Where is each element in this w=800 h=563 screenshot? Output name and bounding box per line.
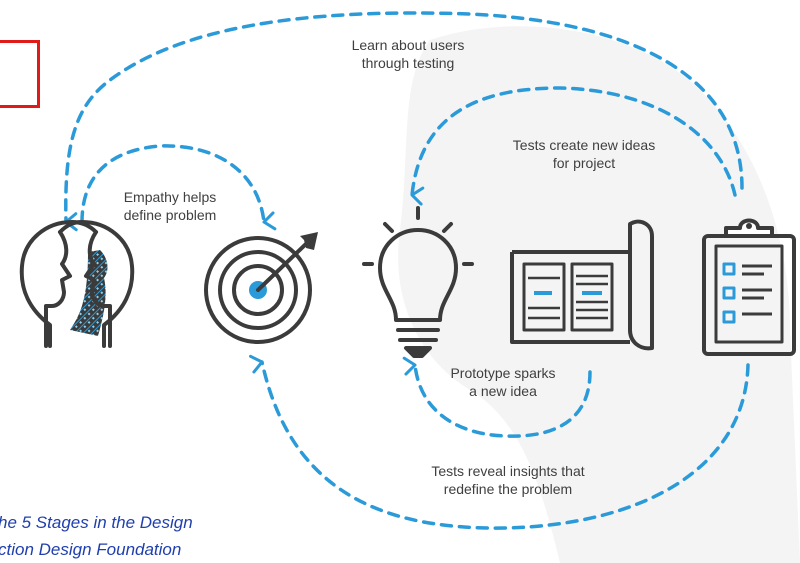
two-heads-icon [19,220,135,348]
label-prototype-line2: a new idea [469,383,537,399]
target-icon [204,232,318,344]
label-empathy-define: Empathy helps define problem [108,188,232,224]
figure-caption-line1: he 5 Stages in the Design [0,513,193,532]
label-tests-reveal: Tests reveal insights that redefine the … [398,462,618,498]
arrow-empathy-define [80,144,277,231]
label-learn-through-testing: Learn about users through testing [318,36,498,72]
blueprint-icon [510,219,654,351]
arrow-tests-reveal [249,354,750,530]
arrow-learn-through-testing [64,11,744,232]
label-prototype-sparks: Prototype sparks a new idea [430,364,576,400]
figure-caption-line2: ction Design Foundation [0,540,182,559]
label-tests-create-ideas: Tests create new ideas for project [484,136,684,172]
label-tests-create-line1: Tests create new ideas [512,137,656,153]
lightbulb-icon [362,206,474,358]
label-tests-reveal-line1: Tests reveal insights that [431,463,585,479]
arrow-prototype-sparks [402,356,592,438]
label-empathy-line1: Empathy helps [123,189,217,205]
highlight-box [0,40,40,108]
arrow-tests-create-ideas [410,86,737,206]
label-prototype-line1: Prototype sparks [450,365,556,381]
label-tests-create-line2: for project [552,155,616,171]
label-learn-line2: through testing [361,55,455,71]
label-empathy-line2: define problem [123,207,217,223]
label-learn-line1: Learn about users [351,37,465,53]
label-tests-reveal-line2: redefine the problem [443,481,573,497]
clipboard-icon [702,218,796,356]
